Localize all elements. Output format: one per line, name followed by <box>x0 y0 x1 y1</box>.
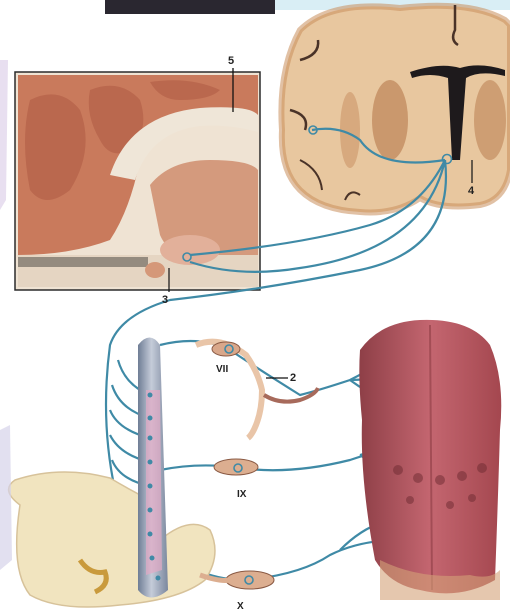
brain-coronal-section <box>281 5 510 212</box>
label-4: 4 <box>468 186 474 197</box>
label-2: 2 <box>290 373 296 384</box>
label-3: 3 <box>162 295 168 306</box>
label-5: 5 <box>228 56 234 67</box>
sagittal-section-inset <box>15 68 260 290</box>
glossopharyngeal-ganglion <box>214 459 258 475</box>
label-cranial-nerve-x: X <box>237 601 244 612</box>
left-edge-decoration <box>0 60 12 570</box>
vagus-ganglion <box>200 571 274 589</box>
label-cranial-nerve-vii: VII <box>216 364 228 375</box>
solitary-nucleus-column <box>138 338 168 598</box>
facial-nerve-geniculate-ganglion <box>196 342 318 438</box>
tongue <box>359 320 501 600</box>
label-cranial-nerve-ix: IX <box>237 489 246 500</box>
medulla-section <box>9 472 215 607</box>
